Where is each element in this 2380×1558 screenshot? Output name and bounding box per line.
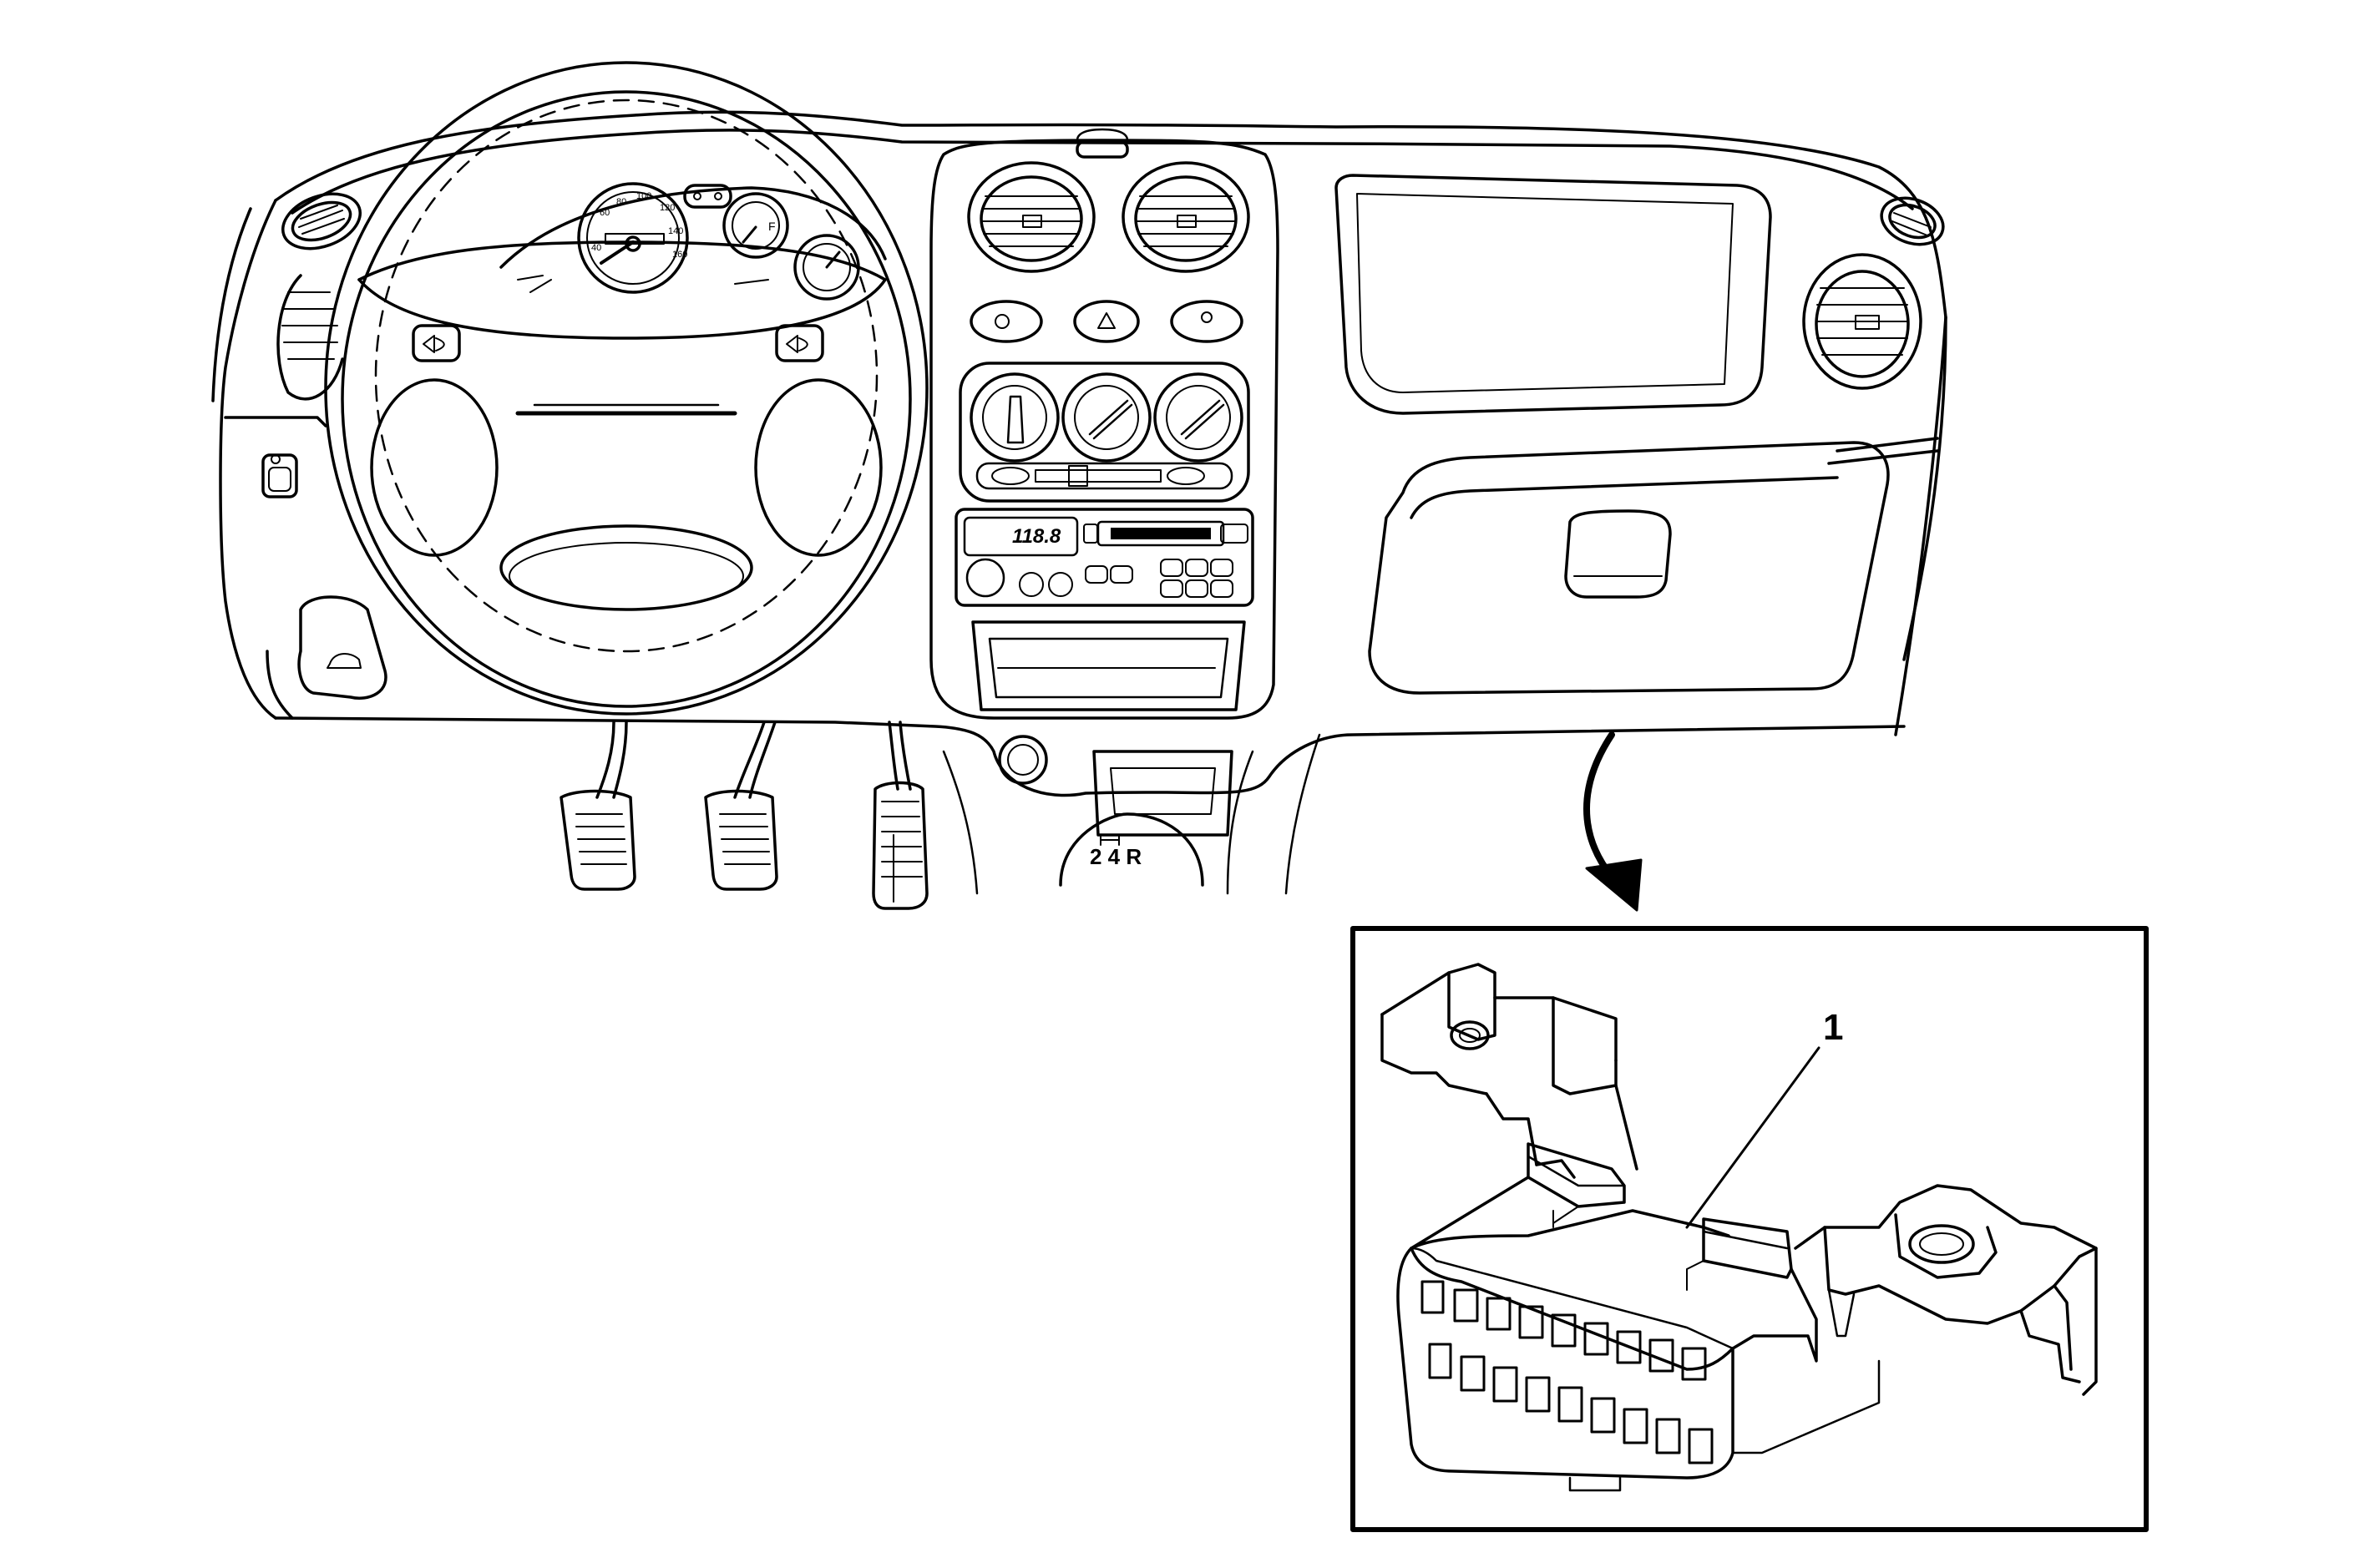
brake-pedal xyxy=(704,721,778,891)
speedometer-tick-label: 100 xyxy=(636,191,651,201)
headlamp-switch xyxy=(261,453,298,498)
speedometer-tick-label: 80 xyxy=(616,197,626,207)
center-console xyxy=(929,128,1279,720)
cigarette-lighter xyxy=(998,735,1048,785)
fuel-gauge-full-label: F xyxy=(768,220,776,233)
speedometer-tick-label: 120 xyxy=(660,203,675,213)
horn-right-icon xyxy=(775,324,824,362)
location-arrow-icon xyxy=(1583,731,1643,912)
glove-box xyxy=(1368,441,1890,695)
callout-number: 1 xyxy=(1823,1007,1843,1048)
steering-wheel xyxy=(324,61,929,716)
speedometer-tick-label: 160 xyxy=(672,250,687,260)
footwell-lines xyxy=(942,733,1321,895)
accelerator-pedal xyxy=(872,721,929,910)
left-center-vent xyxy=(276,274,344,401)
center-vent-right xyxy=(1122,161,1250,273)
speedometer-tick-labels: 40 60 80 100 120 140 160 xyxy=(591,191,687,260)
hvac-control-panel xyxy=(959,362,1250,503)
dlc-pins-top-row xyxy=(1420,1280,1707,1381)
speedometer-tick-label: 60 xyxy=(600,208,610,218)
speedometer-tick-label: 140 xyxy=(668,226,683,236)
right-center-vent xyxy=(1802,253,1922,390)
switch-row xyxy=(970,300,1243,343)
storage-tray xyxy=(971,620,1246,711)
center-vent-left xyxy=(967,161,1096,273)
callout-leader-line xyxy=(1685,1046,1820,1229)
connector-detail-inset xyxy=(1350,926,2149,1532)
radio-head-unit xyxy=(955,508,1254,607)
glove-box-top-panel xyxy=(1334,174,1772,415)
radio-display-readout: 118.8 xyxy=(1012,525,1061,548)
speedometer-tick-label: 40 xyxy=(591,243,601,253)
hood-release xyxy=(297,595,387,700)
horn-left-icon xyxy=(412,324,461,362)
right-side-vent xyxy=(1880,196,1945,246)
dashboard-body xyxy=(211,110,1947,797)
clutch-pedal xyxy=(560,721,636,891)
instrument-cluster xyxy=(499,182,887,301)
dlc-pins-bottom-row xyxy=(1428,1343,1714,1464)
diagnostic-connector-dlc xyxy=(1380,963,2098,1492)
gear-shifter xyxy=(1059,750,1233,887)
left-side-vent xyxy=(281,192,362,250)
gear-pattern-label: 2 4 R xyxy=(1090,844,1142,869)
